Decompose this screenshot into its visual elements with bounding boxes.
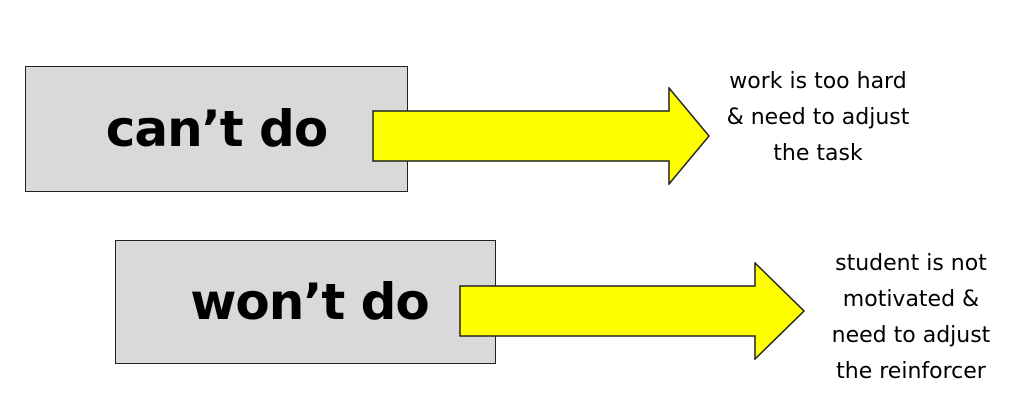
wont-do-note: student is not motivated & need to adjus… — [806, 246, 1016, 390]
arrow-1 — [372, 87, 710, 185]
cant-do-note: work is too hard & need to adjust the ta… — [718, 64, 918, 172]
arrow-1-shape — [372, 87, 710, 185]
wont-do-note-line-1: student is not — [835, 251, 987, 276]
wont-do-note-line-2: motivated & — [842, 287, 980, 312]
wont-do-label: won’t do — [190, 273, 430, 331]
cant-do-note-line-1: work is too hard — [729, 69, 907, 94]
cant-do-note-line-3: the task — [773, 141, 863, 166]
arrow-2 — [459, 262, 805, 360]
cant-do-label: can’t do — [105, 100, 328, 158]
wont-do-box: won’t do — [115, 240, 496, 364]
arrow-2-shape — [459, 262, 805, 360]
cant-do-note-line-2: & need to adjust — [726, 105, 910, 130]
wont-do-note-line-4: the reinforcer — [836, 359, 986, 384]
wont-do-note-line-3: need to adjust — [831, 323, 991, 348]
cant-do-box: can’t do — [25, 66, 408, 192]
